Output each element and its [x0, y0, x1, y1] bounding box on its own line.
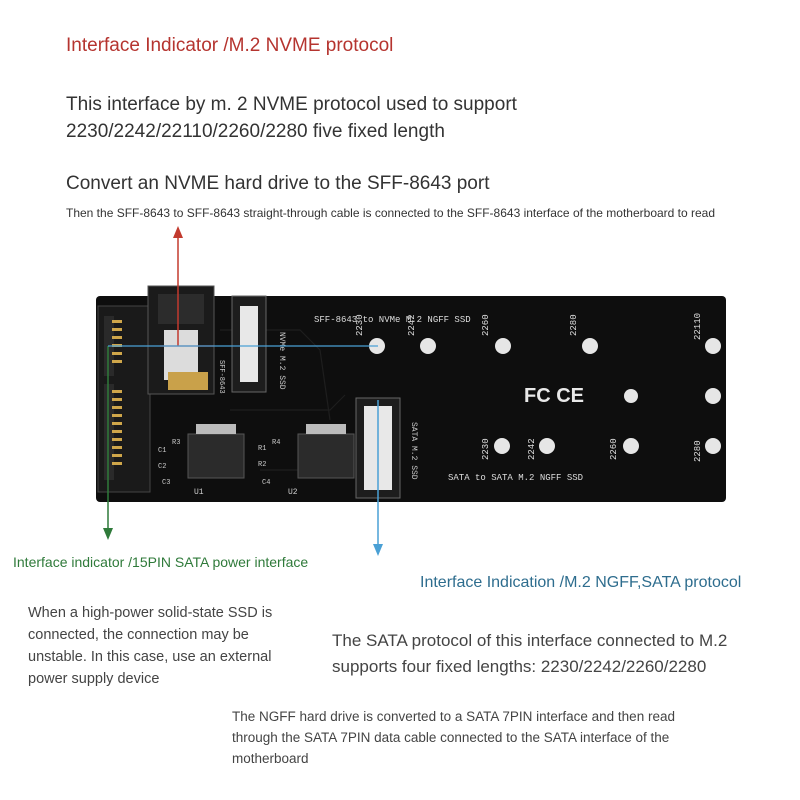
bottom-length-label: 2242	[527, 438, 537, 460]
ngff-note: The NGFF hard drive is converted to a SA…	[232, 706, 675, 769]
top-length-label: 2242	[407, 314, 417, 336]
pcb-mark: R2	[258, 461, 266, 469]
cert-hole	[624, 389, 638, 403]
sata-power-line: connected, the connection may be	[28, 627, 249, 643]
pcb-mark: R3	[172, 439, 180, 447]
nvme-description-line: This interface by m. 2 NVME protocol use…	[66, 94, 517, 115]
nvme-interface-title: Interface Indicator /M.2 NVME protocol	[66, 35, 394, 56]
chip-label-u1: U1	[194, 488, 204, 497]
regulator-chip-u1: U1	[187, 424, 245, 497]
middle-mounting-hole	[705, 388, 721, 404]
ngff-pointer-arrow	[108, 345, 383, 556]
nvme-m2-slot: NVMe M.2 SSD SFF-8643	[217, 295, 286, 394]
sata-power-line: When a high-power solid-state SSD is	[28, 605, 273, 621]
ngff-note-line: motherboard	[232, 751, 309, 766]
top-length-label: 2260	[481, 314, 491, 336]
top-length-label: 2280	[569, 314, 579, 336]
sata-slot-label: SATA M.2 SSD	[409, 422, 418, 480]
bottom-board-label: SATA to SATA M.2 NGFF SSD	[448, 473, 583, 483]
sata-connector	[97, 305, 151, 493]
pcb-mark: C3	[162, 479, 170, 487]
pcb-mark: R4	[272, 439, 280, 447]
ngff-note-line: The NGFF hard drive is converted to a SA…	[232, 709, 675, 724]
ngff-description: The SATA protocol of this interface conn…	[332, 628, 727, 680]
nvme-slot-label: NVMe M.2 SSD	[277, 332, 286, 390]
pcb-mark: C4	[262, 479, 270, 487]
ngff-description-line: supports four fixed lengths: 2230/2242/2…	[332, 657, 707, 676]
sff-8643-connector	[147, 285, 215, 395]
bottom-length-label: 2230	[481, 438, 491, 460]
top-length-label: 22110	[693, 313, 703, 340]
sata-power-pointer-arrow	[103, 346, 113, 540]
chip-label-u2: U2	[288, 488, 298, 497]
pcb-mark: C1	[158, 447, 166, 455]
sata-power-title: Interface indicator /15PIN SATA power in…	[13, 554, 309, 570]
ngff-description-line: The SATA protocol of this interface conn…	[332, 631, 728, 650]
sata-power-line: unstable. In this case, use an external	[28, 649, 272, 665]
bottom-length-label: 2260	[609, 438, 619, 460]
top-length-label: 2230	[355, 314, 365, 336]
cable-note: Then the SFF-8643 to SFF-8643 straight-t…	[66, 206, 716, 220]
nvme-description-line: 2230/2242/22110/2260/2280 five fixed len…	[66, 121, 445, 142]
ngff-title: Interface Indication /M.2 NGFF,SATA prot…	[420, 574, 742, 591]
nvme-description: This interface by m. 2 NVME protocol use…	[66, 91, 517, 145]
sata-power-description: When a high-power solid-state SSD is con…	[28, 602, 272, 690]
sata-power-line: power supply device	[28, 671, 160, 687]
bottom-mounting-holes	[494, 438, 721, 454]
convert-heading: Convert an NVME hard drive to the SFF-86…	[66, 173, 490, 194]
bottom-length-label: 2280	[693, 440, 703, 462]
pcb-mark: R1	[258, 445, 266, 453]
certification-marks: FC CE	[524, 385, 584, 407]
regulator-chip-u2: U2	[288, 424, 355, 497]
ngff-note-line: through the SATA 7PIN data cable connect…	[232, 730, 670, 745]
pcb-mark: C2	[158, 463, 166, 471]
sff-8643-label: SFF-8643	[217, 360, 225, 394]
top-board-label: SFF-8643 to NVMe M.2 NGFF SSD	[314, 315, 471, 325]
